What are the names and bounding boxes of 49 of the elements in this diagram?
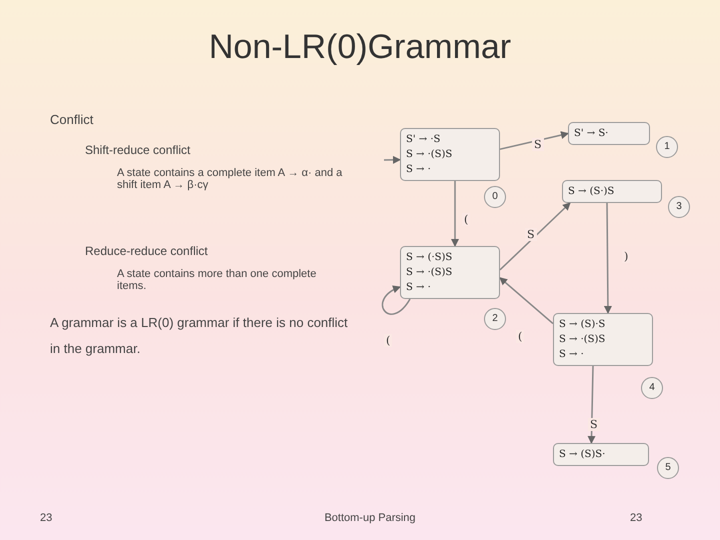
state-box xyxy=(568,122,650,145)
item-text: S → (S)S· xyxy=(559,448,606,462)
bullet-text: A grammar is a LR(0) grammar if there is no conflict in the grammar. xyxy=(50,314,349,358)
state-box xyxy=(553,443,649,466)
edge-label: ( xyxy=(516,330,524,343)
page-number: 23 xyxy=(630,512,644,524)
item-text: S' → ·S xyxy=(406,133,442,147)
bullet-text: Conflict xyxy=(50,112,94,127)
transition-arrow xyxy=(382,286,411,315)
footer-text: Bottom-up Parsing xyxy=(323,512,417,524)
item-text: S → ·(S)S xyxy=(406,148,454,162)
item-text: S' → S· xyxy=(574,127,610,141)
item-text: S → · xyxy=(406,163,432,177)
state-number: 3 xyxy=(668,196,690,218)
transition-arrow xyxy=(588,366,596,444)
item-text: S → · xyxy=(559,348,585,362)
state-number: 0 xyxy=(484,186,506,208)
edge-label: ( xyxy=(384,334,392,347)
state-number: 1 xyxy=(656,136,678,158)
transition-arrow xyxy=(604,203,612,314)
item-text: S → (·S)S xyxy=(406,251,454,265)
state-box xyxy=(553,313,653,366)
item-text: S → (S·)S xyxy=(568,185,616,199)
slide-title: Non-LR(0)Grammar xyxy=(208,28,512,67)
item-text: S → · xyxy=(406,281,432,295)
state-box xyxy=(562,180,662,203)
edge-label: S xyxy=(532,138,544,151)
state-number: 5 xyxy=(657,457,679,479)
slide-number: 23 xyxy=(40,512,54,524)
state-box xyxy=(400,128,500,181)
transition-arrow xyxy=(451,181,459,247)
state-number: 2 xyxy=(484,308,506,330)
bullet-text: A state contains more than one complete items. xyxy=(117,268,318,292)
transition-arrow xyxy=(499,277,554,324)
edge-label: S xyxy=(588,418,600,431)
item-text: S → ·(S)S xyxy=(559,333,606,347)
bullet-text: Shift-reduce conflict xyxy=(85,143,192,157)
bullet-text: A state contains a complete item A → α· and a shift item A → β·cγ xyxy=(117,167,344,191)
transition-arrow xyxy=(499,202,571,270)
state-number: 4 xyxy=(641,377,663,399)
state-box xyxy=(400,246,500,299)
bullet-text: Reduce-reduce conflict xyxy=(85,244,209,258)
edge-label: ) xyxy=(622,250,630,263)
transition-arrow xyxy=(500,131,569,150)
edge-label: ( xyxy=(462,213,470,226)
item-text: S → (S)·S xyxy=(559,318,606,332)
transition-arrow xyxy=(384,156,401,164)
edge-label: S xyxy=(525,228,537,241)
item-text: S → ·(S)S xyxy=(406,266,454,280)
